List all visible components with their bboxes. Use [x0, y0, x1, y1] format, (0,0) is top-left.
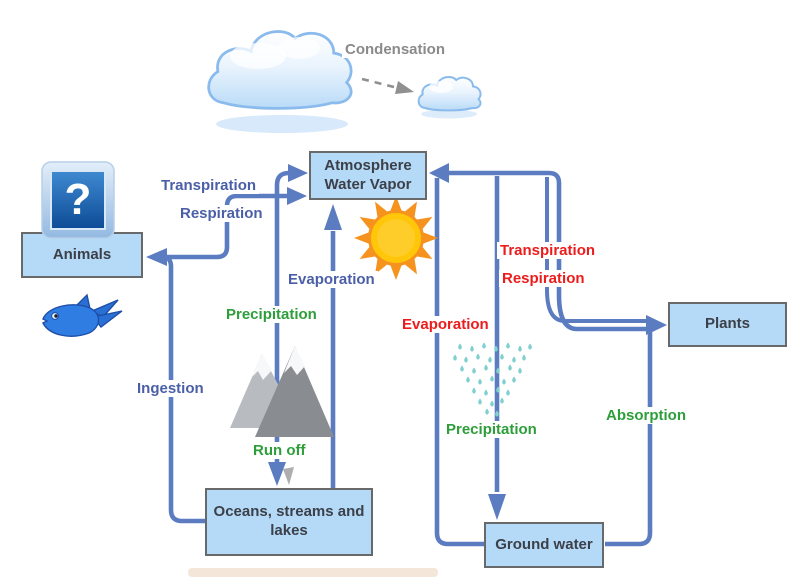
arrow-into-atmosphere-right [429, 163, 449, 183]
dashed-arrow-icon [361, 77, 414, 94]
label-transpiration-right: Transpiration [497, 242, 599, 260]
flow-into-atmosphere-right-line [447, 170, 648, 332]
label-precipitation-right: Precipitation [443, 421, 540, 439]
flow-respiration-animals-line [166, 193, 287, 260]
arrow-into-plants [646, 315, 667, 335]
node-ground-water: Ground water [484, 522, 604, 568]
label-transpiration-left: Transpiration [158, 177, 260, 195]
arrow-into-atmosphere-bottom-left [287, 187, 307, 205]
node-plants: Plants [668, 302, 787, 347]
cloud-large-icon [207, 30, 353, 133]
arrow-into-animals [146, 248, 167, 266]
arrow-into-atmosphere-top-left [288, 164, 308, 182]
node-oceans-streams-lakes: Oceans, streams and lakes [205, 488, 373, 556]
label-respiration-right: Respiration [499, 270, 588, 288]
flow-absorption-line [605, 330, 653, 547]
flow-ingestion-line [162, 254, 205, 524]
label-run-off: Run off [250, 442, 309, 460]
question-mark-icon: ? [41, 161, 115, 239]
flow-arrowheads [146, 163, 667, 520]
sun-icon [354, 196, 438, 280]
fish-icon [42, 293, 123, 337]
sand-strip [188, 568, 438, 577]
label-condensation: Condensation [342, 41, 448, 59]
arrow-precipitation-down [488, 494, 506, 520]
rain-shower-icon [453, 342, 532, 417]
flow-lines [162, 170, 653, 547]
label-precipitation-left: Precipitation [223, 306, 320, 324]
label-evaporation-left: Evaporation [285, 271, 378, 289]
flow-transpiration-precipitation-runoff-line [274, 170, 290, 463]
mountains-icon [230, 346, 334, 437]
arrow-evaporation-up [324, 204, 342, 230]
label-respiration-left: Respiration [177, 205, 266, 223]
flow-transpiration-respiration-right-line [545, 177, 648, 323]
label-ingestion: Ingestion [134, 380, 207, 398]
cloud-small-icon [417, 75, 482, 119]
node-atmosphere-water-vapor: Atmosphere Water Vapor [309, 151, 427, 200]
flow-evaporation-right-line [434, 178, 485, 547]
label-absorption: Absorption [603, 407, 689, 425]
arrow-runoff-down [268, 462, 286, 486]
label-evaporation-right: Evaporation [399, 316, 492, 334]
question-glyph: ? [65, 175, 92, 224]
arrow-runoff-gray [283, 467, 294, 485]
